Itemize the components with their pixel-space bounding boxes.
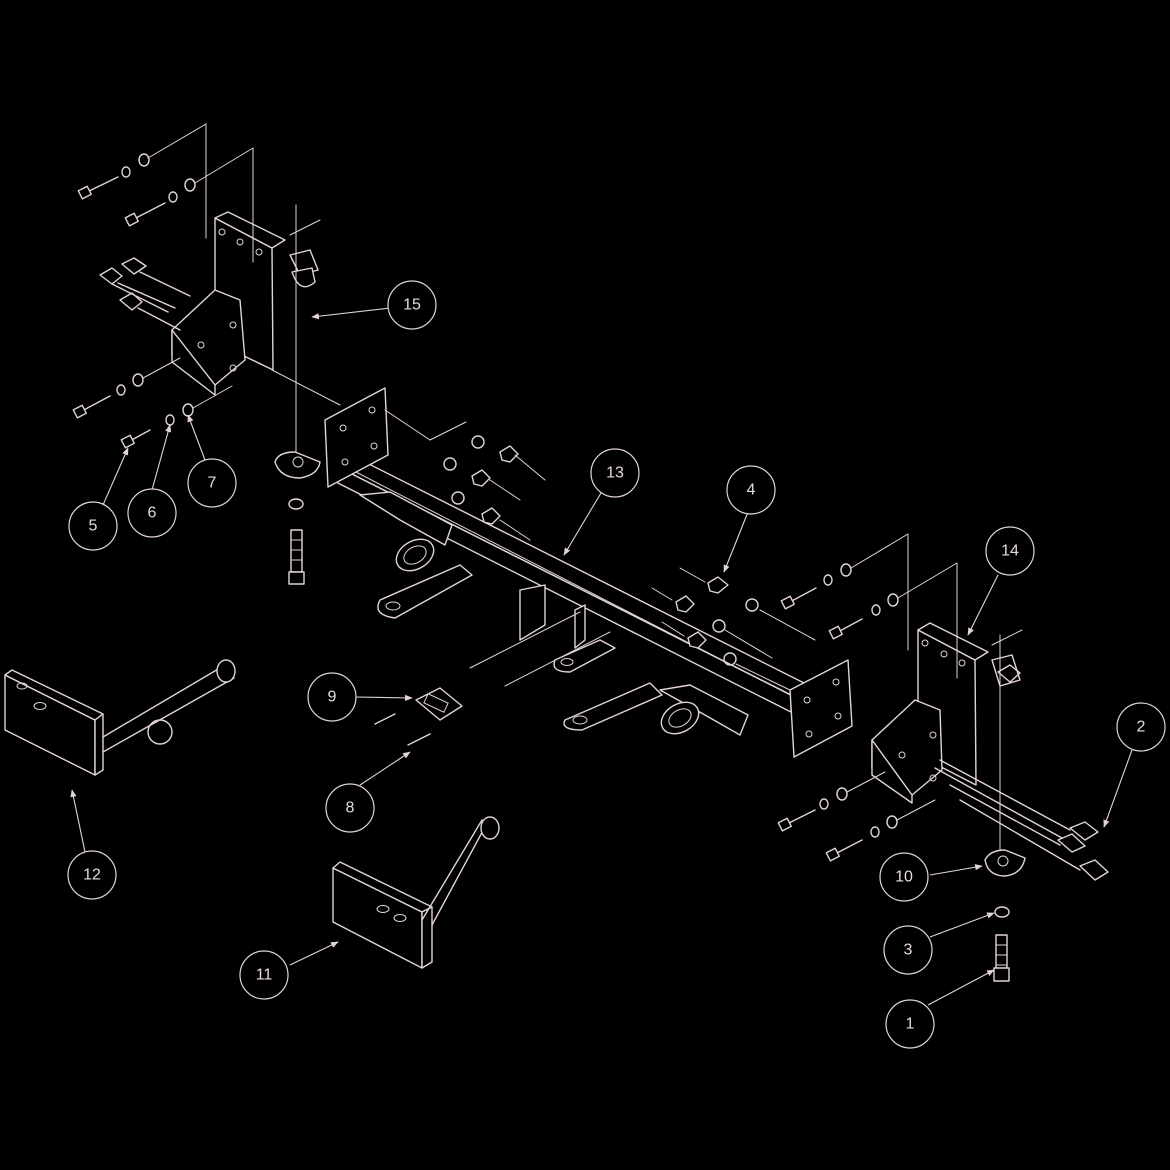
callout-1-label: 1: [906, 1016, 915, 1033]
callout-14-label: 14: [1001, 543, 1019, 560]
callout-15-label: 15: [403, 297, 421, 314]
callout-4-label: 4: [747, 482, 756, 499]
callout-3: 3: [883, 925, 933, 975]
removable-bracket-11: [332, 816, 500, 969]
callout-6-label: 6: [148, 505, 157, 522]
callout-8-label: 8: [346, 800, 355, 817]
callout-11-label: 11: [256, 967, 273, 984]
callout-15: 15: [387, 280, 437, 330]
callout-9-label: 9: [328, 689, 337, 706]
callout-12: 12: [67, 850, 117, 900]
callout-11: 11: [239, 950, 289, 1000]
callout-12-label: 12: [83, 867, 101, 884]
left-mounting-bracket: [99, 211, 341, 406]
callout-7: 7: [187, 458, 237, 508]
callout-13: 13: [590, 448, 640, 498]
wiring-plate: [374, 611, 611, 746]
callout-13-label: 13: [606, 465, 624, 482]
callout-8: 8: [325, 783, 375, 833]
callout-2-label: 2: [1137, 719, 1146, 736]
callout-3-label: 3: [904, 942, 913, 959]
callout-10: 10: [879, 852, 929, 902]
callout-2: 2: [1116, 702, 1166, 752]
callout-14: 14: [985, 526, 1035, 576]
main-crossbeam: [324, 387, 853, 758]
callout-1: 1: [885, 999, 935, 1049]
callout-5-label: 5: [89, 518, 98, 535]
callout-4: 4: [726, 465, 776, 515]
left-hardware: [72, 123, 546, 585]
right-hardware: [651, 533, 1026, 982]
leader-lines: [70, 307, 1133, 1006]
callout-7-label: 7: [208, 475, 217, 492]
callout-6: 6: [127, 488, 177, 538]
right-mounting-bracket: [871, 622, 1109, 881]
callout-5: 5: [68, 501, 118, 551]
callout-9: 9: [307, 672, 357, 722]
removable-bracket-12: [4, 659, 236, 776]
callout-10-label: 10: [895, 869, 913, 886]
